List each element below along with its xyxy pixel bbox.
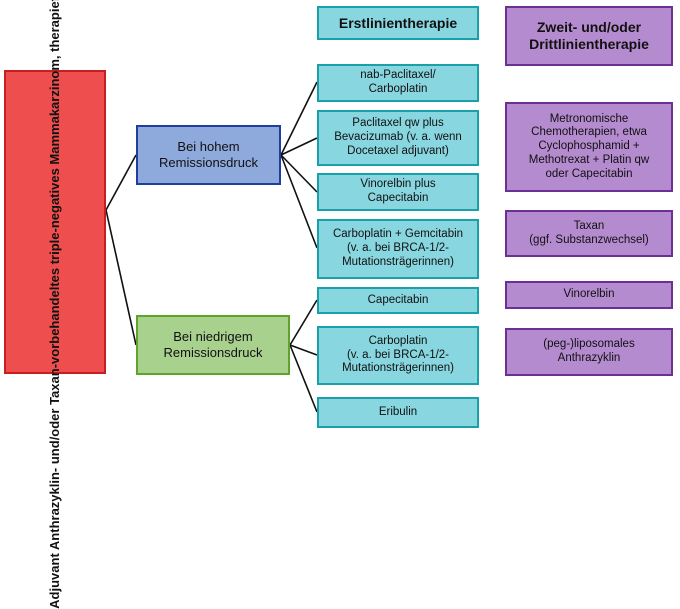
- first-line-option-label: Capecitabin: [367, 293, 429, 306]
- connector-high-2: [280, 137, 318, 156]
- first-line-option: Carboplatin (v. a. bei BRCA-1/2- Mutatio…: [317, 326, 479, 385]
- connector-low-3: [289, 344, 318, 413]
- root-node: Adjuvant Anthrazyklin- und/oder Taxan-vo…: [4, 0, 106, 609]
- later-line-option-label: Metronomische Chemotherapien, etwa Cyclo…: [528, 112, 650, 180]
- first-line-option-label: Eribulin: [378, 405, 418, 418]
- later-line-option: Metronomische Chemotherapien, etwa Cyclo…: [505, 102, 673, 192]
- later-line-option: Taxan (ggf. Substanzwechsel): [505, 210, 673, 257]
- connector-high-4: [280, 154, 318, 249]
- first-line-option: nab-Paclitaxel/ Carboplatin: [317, 64, 479, 102]
- header-first-line: Erstlinientherapie: [317, 6, 479, 40]
- header-first-line-label: Erstlinientherapie: [338, 14, 458, 31]
- later-line-option-label: (peg-)liposomales Anthrazyklin: [543, 338, 635, 364]
- connector-lines: [105, 81, 318, 413]
- first-line-option: Capecitabin: [317, 287, 479, 314]
- branch-high-label: Bei hohem Remissionsdruck: [159, 139, 258, 170]
- first-line-option-label: Vinorelbin plus Capecitabin: [360, 178, 436, 204]
- branch-low-label: Bei niedrigem Remissionsdruck: [163, 329, 263, 360]
- first-line-option: Carboplatin + Gemcitabin (v. a. bei BRCA…: [317, 219, 479, 279]
- connector-high-3: [280, 154, 318, 193]
- later-line-option-label: Taxan (ggf. Substanzwechsel): [529, 219, 649, 246]
- first-line-option: Vinorelbin plus Capecitabin: [317, 173, 479, 211]
- branch-high-remission: Bei hohem Remissionsdruck: [136, 125, 281, 185]
- first-line-option: Eribulin: [317, 397, 479, 428]
- root-node-label: Adjuvant Anthrazyklin- und/oder Taxan-vo…: [47, 0, 63, 609]
- first-line-option-label: nab-Paclitaxel/ Carboplatin: [360, 69, 436, 95]
- later-line-option: Vinorelbin: [505, 281, 673, 309]
- header-second-line: Zweit- und/oder Drittlinientherapie: [505, 6, 673, 66]
- branch-low-remission: Bei niedrigem Remissionsdruck: [136, 315, 290, 375]
- later-line-option: (peg-)liposomales Anthrazyklin: [505, 328, 673, 376]
- first-line-option-label: Paclitaxel qw plus Bevacizumab (v. a. we…: [334, 117, 462, 157]
- connector-low-2: [289, 344, 318, 356]
- connector-high-1: [280, 81, 318, 156]
- connector-root-low: [105, 209, 137, 346]
- connector-low-1: [289, 299, 318, 346]
- connector-root-high: [105, 154, 137, 211]
- first-line-option: Paclitaxel qw plus Bevacizumab (v. a. we…: [317, 110, 479, 166]
- later-line-option-label: Vinorelbin: [563, 288, 615, 301]
- first-line-option-label: Carboplatin + Gemcitabin (v. a. bei BRCA…: [332, 228, 464, 268]
- header-second-line-label: Zweit- und/oder Drittlinientherapie: [529, 19, 649, 52]
- first-line-option-label: Carboplatin (v. a. bei BRCA-1/2- Mutatio…: [342, 334, 454, 375]
